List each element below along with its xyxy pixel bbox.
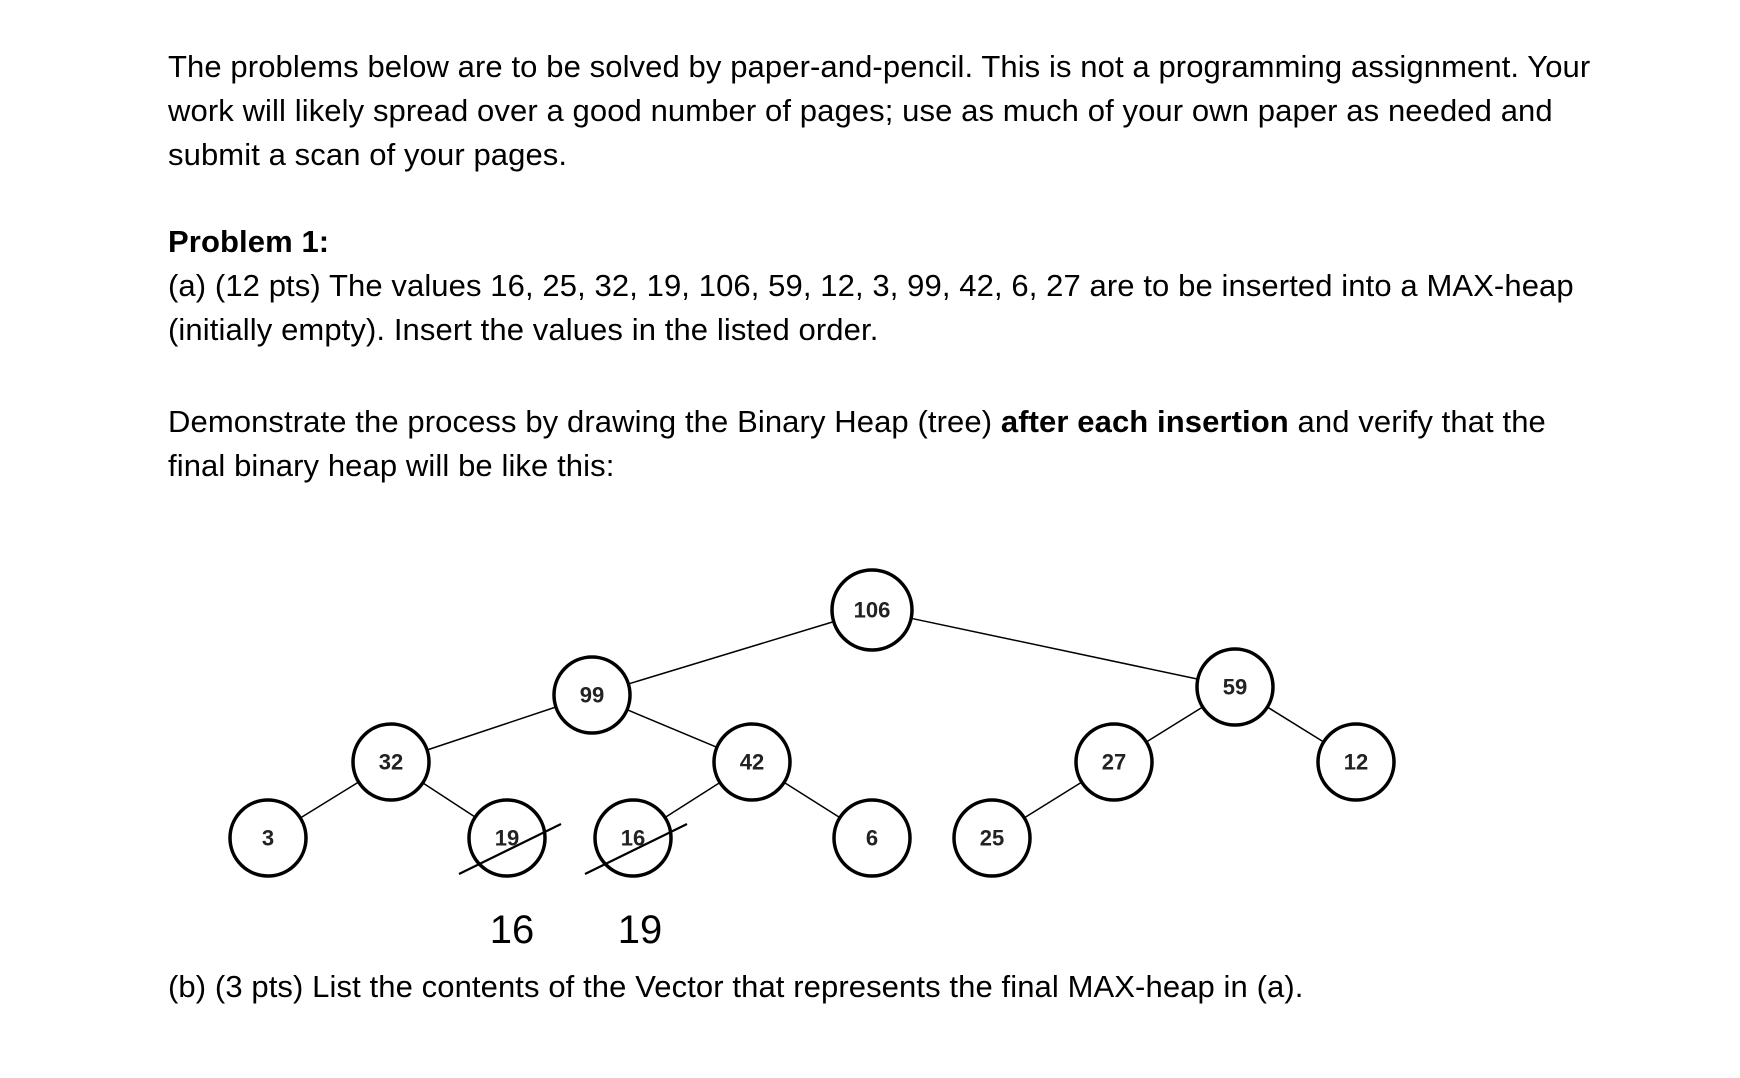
heap-edge-n59-n27	[1145, 706, 1204, 743]
heap-edge-n32-n3	[299, 781, 360, 819]
correction-label-1: 16	[490, 908, 535, 952]
heap-node-circle	[1074, 722, 1154, 802]
heap-node-12: 12	[1316, 722, 1396, 802]
demo-suffix: and verify that the final binary heap wi…	[168, 404, 1546, 483]
heap-edge-n42-n16	[664, 781, 721, 819]
correction-label-2: 19	[618, 908, 663, 952]
heap-node-label: 25	[980, 826, 1004, 851]
part-b-text: (b) (3 pts) List the contents of the Vec…	[168, 969, 1304, 1004]
strike-through-mark	[458, 823, 562, 875]
heap-edge-n59-n12	[1266, 706, 1325, 743]
heap-node-label: 3	[262, 826, 274, 851]
heap-node-circle	[552, 655, 632, 735]
heap-node-label: 106	[854, 598, 891, 623]
heap-node-label: 27	[1102, 750, 1126, 775]
intro-paragraph: The problems below are to be solved by p…	[168, 49, 1591, 172]
heap-edge-n99-n32	[426, 706, 557, 751]
heap-node-circle	[228, 798, 308, 878]
heap-edge-n42-n6	[783, 781, 841, 819]
heap-node-106: 106	[830, 568, 914, 652]
heap-node-label: 12	[1344, 750, 1368, 775]
heap-nodes: 106 99 59 32 42 27 12 3 19 16 6 25	[228, 568, 1396, 878]
heap-node-circle	[467, 798, 547, 878]
heap-node-32: 32	[351, 722, 431, 802]
heap-node-label: 32	[379, 750, 403, 775]
handwritten-corrections: 16 19	[490, 908, 663, 952]
heap-edge-n27-n25	[1023, 781, 1083, 819]
heap-node-circle	[351, 722, 431, 802]
heap-node-circle	[1316, 722, 1396, 802]
heap-node-3: 3	[228, 798, 308, 878]
demo-emphasis: after each insertion	[1000, 404, 1289, 439]
heap-node-circle	[593, 798, 673, 878]
heap-node-59: 59	[1195, 647, 1275, 727]
demo-paragraph: Demonstrate the process by drawing the B…	[168, 400, 1608, 488]
heap-node-label: 42	[740, 750, 764, 775]
problem-heading: Problem 1:	[168, 224, 330, 259]
heap-node-19: 19	[458, 798, 562, 878]
demo-prefix: Demonstrate the process by drawing the B…	[168, 404, 1001, 439]
heap-node-circle	[1195, 647, 1275, 727]
heap-node-6: 6	[832, 798, 912, 878]
heap-edge-n32-n19	[422, 782, 476, 818]
heap-node-circle	[712, 722, 792, 802]
part-a-text: (a) (12 pts) The values 16, 25, 32, 19, …	[168, 268, 1574, 347]
heap-edge-n106-n99	[628, 620, 834, 685]
heap-node-25: 25	[952, 798, 1032, 878]
heap-node-42: 42	[712, 722, 792, 802]
heap-node-27: 27	[1074, 722, 1154, 802]
strike-through-mark	[584, 823, 688, 875]
heap-node-16: 16	[584, 798, 688, 878]
heap-node-label: 99	[580, 683, 604, 708]
heap-node-label: 16	[621, 826, 645, 851]
heap-node-label: 19	[495, 826, 519, 851]
heap-edge-n99-n42	[626, 708, 718, 749]
heap-node-label: 6	[866, 826, 878, 851]
heap-node-circle	[830, 568, 914, 652]
heap-node-99: 99	[552, 655, 632, 735]
heap-edge-n106-n59	[910, 617, 1198, 680]
heap-node-circle	[832, 798, 912, 878]
heap-edges	[299, 617, 1325, 819]
heap-node-label: 59	[1223, 675, 1247, 700]
heap-node-circle	[952, 798, 1032, 878]
